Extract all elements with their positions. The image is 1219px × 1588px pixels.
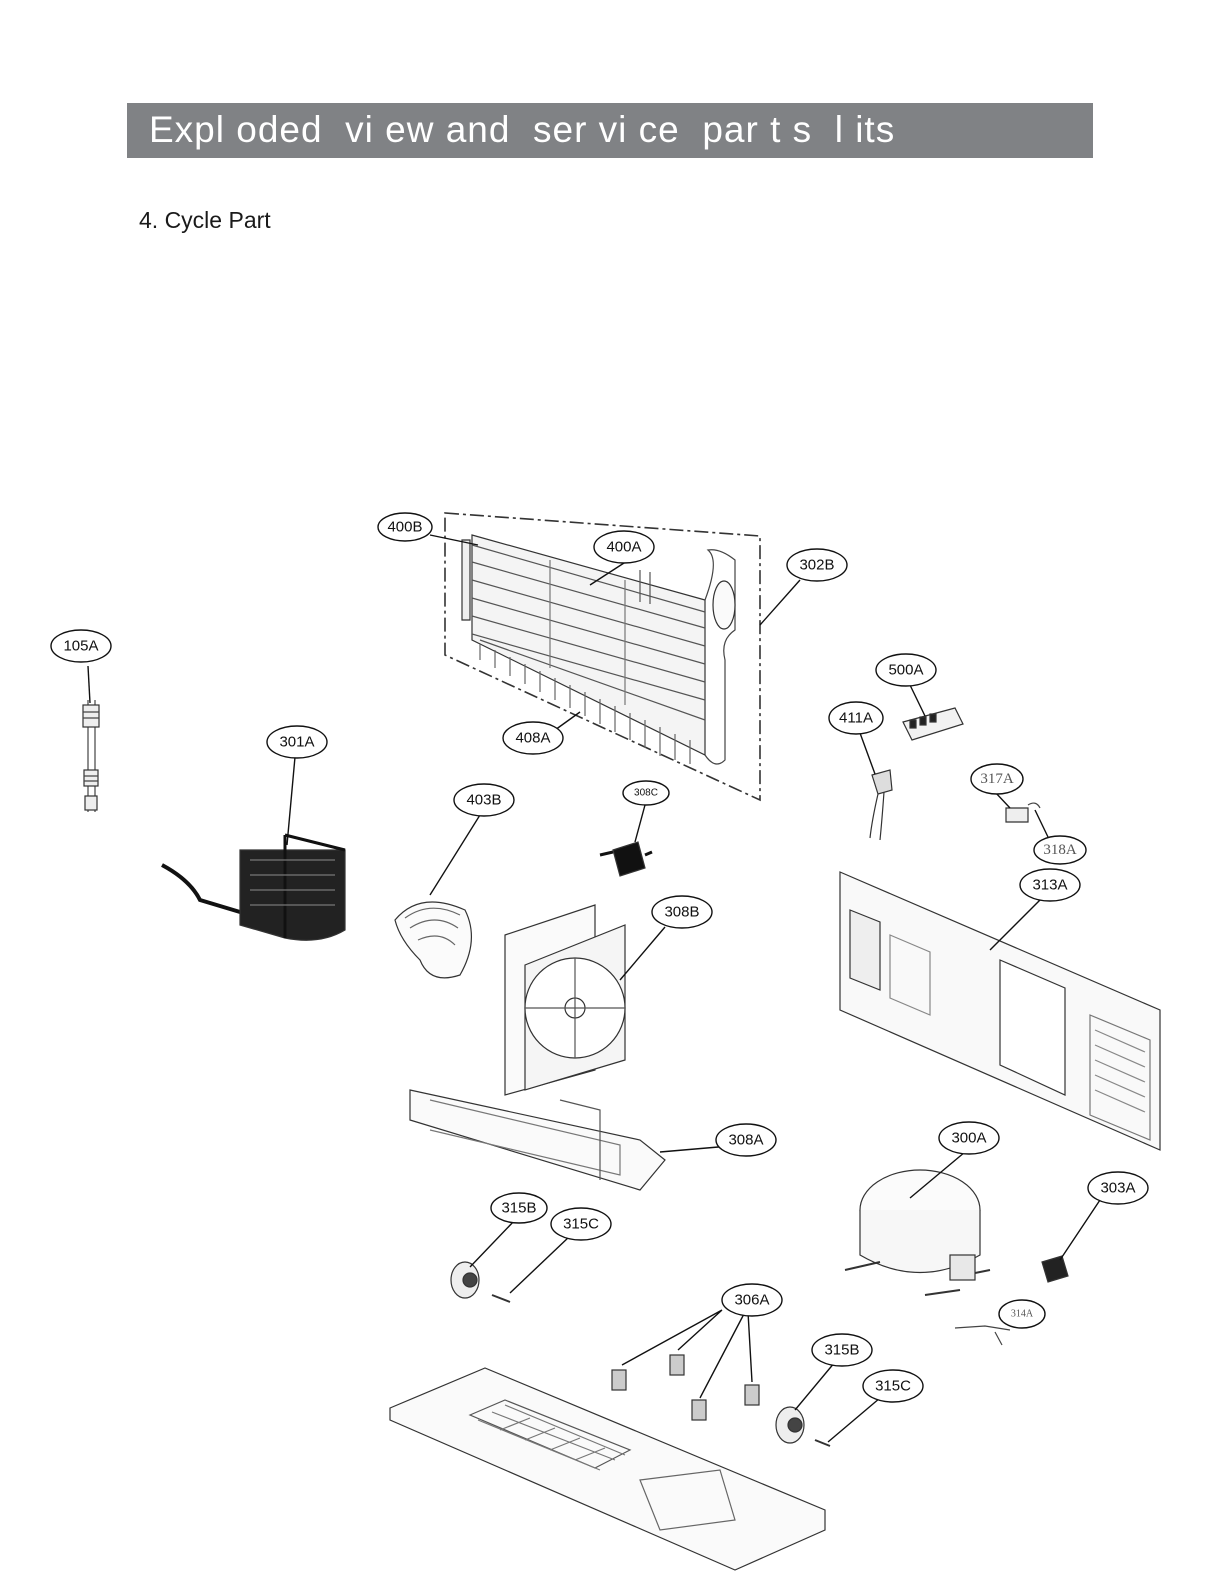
section-title: 4. Cycle Part	[139, 207, 271, 233]
grommet-part-1	[450, 1261, 511, 1303]
leader-400B	[429, 534, 479, 546]
evaporator-boundary	[444, 512, 761, 802]
leader-308C	[634, 804, 646, 843]
callout-ellipse-408A	[502, 721, 564, 755]
leader-500A	[909, 684, 926, 717]
fan-blade-part	[394, 901, 473, 979]
pcb-part	[902, 707, 964, 741]
callout-ellipse-308A	[715, 1123, 777, 1157]
callout-302B: 302B	[799, 557, 834, 574]
leader-315B-1	[469, 1219, 516, 1268]
leader-306A	[621, 1309, 753, 1399]
callout-ellipse-301A	[266, 725, 328, 759]
callout-ellipse-308C	[622, 780, 670, 806]
callout-403B: 403B	[466, 792, 501, 809]
leader-308B	[619, 926, 666, 981]
relay-part	[1005, 802, 1041, 823]
callout-315C-1: 315C	[563, 1216, 599, 1233]
back-cover-part	[839, 871, 1161, 1151]
callout-314A: 314A	[1011, 1309, 1034, 1320]
callout-315B-1: 315B	[501, 1200, 536, 1217]
leader-105A	[87, 665, 91, 704]
leader-318A	[1034, 809, 1049, 838]
callout-ellipse-400A	[593, 530, 655, 564]
callout-ellipse-315C-2	[862, 1369, 924, 1403]
leader-301A	[286, 756, 296, 846]
compressor-part	[844, 1169, 991, 1296]
callout-315C-2: 315C	[875, 1378, 911, 1395]
callout-301A: 301A	[279, 734, 314, 751]
callout-300A: 300A	[951, 1130, 986, 1147]
grommet-part-2	[775, 1406, 831, 1447]
rubber-feet-part	[611, 1354, 760, 1421]
callout-318A: 318A	[1043, 842, 1077, 858]
leader-400A	[589, 562, 625, 586]
fan-housing-part	[409, 1089, 666, 1191]
leader-411A	[859, 732, 876, 775]
callout-105A: 105A	[63, 638, 98, 655]
leader-302B	[759, 579, 801, 626]
page-title: Expl oded vi ew and ser vi ce par t s l …	[149, 109, 896, 150]
callout-303A: 303A	[1100, 1180, 1135, 1197]
callout-ellipse-313A	[1019, 868, 1081, 902]
callout-ellipse-411A	[828, 701, 884, 735]
callout-ellipse-500A	[875, 653, 937, 687]
callout-308A: 308A	[728, 1132, 763, 1149]
leader-315B-2	[794, 1361, 836, 1411]
callout-306A: 306A	[734, 1292, 769, 1309]
leader-315C-1	[509, 1235, 571, 1294]
callout-ellipse-315B-2	[811, 1333, 873, 1367]
callout-ellipse-400B	[377, 512, 433, 542]
callout-ellipse-308B	[651, 895, 713, 929]
leader-315C-2	[827, 1397, 881, 1443]
header-bar: Expl oded vi ew and ser vi ce par t s l …	[127, 103, 1093, 158]
callout-500A: 500A	[888, 662, 923, 679]
callout-ellipse-318A	[1033, 835, 1087, 865]
callout-ellipse-315B-1	[490, 1192, 548, 1224]
wire-harness-part	[954, 1325, 1011, 1346]
capillary-tube-part	[82, 700, 100, 812]
fan-shroud-part	[504, 904, 626, 1096]
power-cord-part	[869, 769, 893, 841]
evaporator-part	[461, 534, 736, 765]
overload-protector-part	[1041, 1255, 1069, 1283]
callout-317A: 317A	[980, 771, 1014, 787]
callout-ellipse-315C-1	[550, 1207, 612, 1241]
leader-303A	[1059, 1199, 1101, 1261]
callout-ellipse-300A	[938, 1121, 1000, 1155]
condenser-part	[161, 833, 346, 941]
callout-ellipse-105A	[50, 629, 112, 663]
base-plate-part	[389, 1367, 826, 1571]
leader-403B	[429, 814, 481, 896]
callout-315B-2: 315B	[824, 1342, 859, 1359]
leader-313A	[989, 899, 1041, 951]
callout-400A: 400A	[606, 539, 641, 556]
callout-408A: 408A	[515, 730, 550, 747]
callout-ellipse-317A	[970, 763, 1024, 795]
leader-300A	[909, 1151, 966, 1199]
callout-308C: 308C	[634, 788, 658, 799]
callout-ellipse-302B	[786, 548, 848, 582]
callout-ellipse-403B	[453, 783, 515, 817]
callout-ellipse-314A	[998, 1299, 1046, 1329]
callout-400B: 400B	[387, 519, 422, 536]
callout-ellipse-306A	[721, 1283, 783, 1317]
callout-411A: 411A	[839, 710, 873, 727]
fan-motor-part	[599, 841, 653, 877]
callout-308B: 308B	[664, 904, 699, 921]
callout-ellipse-303A	[1087, 1171, 1149, 1205]
callout-313A: 313A	[1032, 877, 1067, 894]
leader-408A	[554, 711, 581, 731]
